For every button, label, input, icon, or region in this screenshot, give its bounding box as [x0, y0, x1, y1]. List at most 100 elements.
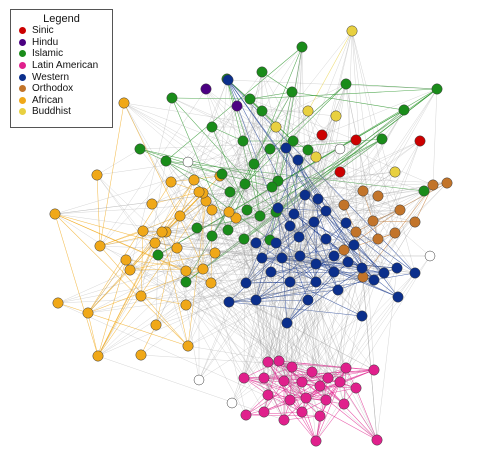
edge [151, 191, 200, 205]
edge [255, 148, 341, 244]
edge [139, 139, 357, 150]
edge [227, 79, 438, 90]
edge [299, 255, 385, 274]
edge [97, 200, 207, 357]
edge [275, 140, 421, 244]
edge [283, 415, 321, 421]
node-buddhist [302, 105, 314, 117]
node-african [180, 299, 192, 311]
edge [155, 238, 245, 326]
edge [307, 271, 335, 301]
node-western [328, 266, 340, 278]
edge [125, 259, 285, 382]
node-latin [238, 372, 250, 384]
edge [283, 156, 317, 421]
edge [267, 244, 355, 396]
node-buddhist [270, 121, 282, 133]
edge [226, 78, 269, 363]
edge [372, 220, 416, 223]
edge [157, 254, 375, 371]
edge [165, 175, 221, 233]
edge [171, 97, 251, 100]
edge [211, 209, 247, 284]
edge [151, 203, 187, 283]
edge [383, 221, 416, 274]
node-none [182, 156, 194, 168]
edge [283, 236, 300, 382]
edge [54, 213, 99, 357]
edge [261, 257, 327, 401]
edge [142, 230, 363, 269]
edge [185, 281, 280, 362]
node-latin [368, 364, 380, 376]
node-latin [278, 375, 290, 387]
edge [219, 175, 385, 274]
edge [202, 138, 383, 270]
node-latin [320, 394, 332, 406]
edge [313, 221, 339, 291]
edge [351, 30, 375, 371]
node-latin [296, 376, 308, 388]
legend-item-hindu: Hindu [19, 37, 112, 49]
edge [281, 190, 425, 259]
edge [243, 195, 379, 379]
edge [179, 215, 229, 231]
edge [151, 148, 271, 205]
node-latin [300, 392, 312, 404]
node-hindu [200, 83, 212, 95]
node-islamic [239, 178, 251, 190]
edge [315, 263, 385, 274]
edge [307, 110, 363, 317]
edge [275, 149, 309, 244]
edge [221, 173, 448, 184]
edge [187, 281, 317, 347]
edge [277, 207, 327, 212]
node-african [174, 210, 186, 222]
edge [245, 411, 303, 416]
node-buddhist [330, 110, 342, 122]
edge [347, 232, 396, 263]
edge [261, 110, 355, 246]
edge [165, 160, 223, 175]
edge [275, 211, 321, 387]
legend-label-buddhist: Buddhist [32, 106, 71, 118]
node-orthodox [427, 179, 439, 191]
edge [278, 360, 321, 387]
edge [228, 289, 339, 303]
node-western [320, 233, 332, 245]
edge [283, 225, 291, 382]
legend-label-western: Western [32, 71, 70, 83]
edge [249, 88, 438, 100]
edge [96, 174, 101, 247]
edge [210, 190, 364, 284]
edge [345, 83, 438, 90]
edge [123, 102, 364, 278]
edge [432, 88, 438, 186]
edge [267, 149, 309, 363]
edge [210, 209, 213, 284]
node-orthodox [409, 216, 421, 228]
edge [261, 30, 353, 259]
node-latin [278, 414, 290, 426]
edge [299, 194, 306, 257]
node-african [188, 174, 200, 186]
node-african [197, 263, 209, 275]
edge [165, 160, 341, 383]
legend-swatch-latin [19, 62, 26, 70]
edge [187, 83, 347, 163]
edge-layer [54, 30, 448, 442]
edge [235, 183, 246, 219]
edge [179, 179, 195, 217]
edge [227, 229, 357, 389]
edge [219, 175, 327, 212]
edge [142, 191, 231, 232]
edge [286, 222, 347, 324]
edge [285, 147, 291, 283]
edge [243, 238, 280, 362]
edge [315, 83, 347, 158]
edge [154, 126, 277, 244]
edge [161, 179, 195, 233]
node-western [223, 296, 235, 308]
edge [277, 180, 363, 317]
